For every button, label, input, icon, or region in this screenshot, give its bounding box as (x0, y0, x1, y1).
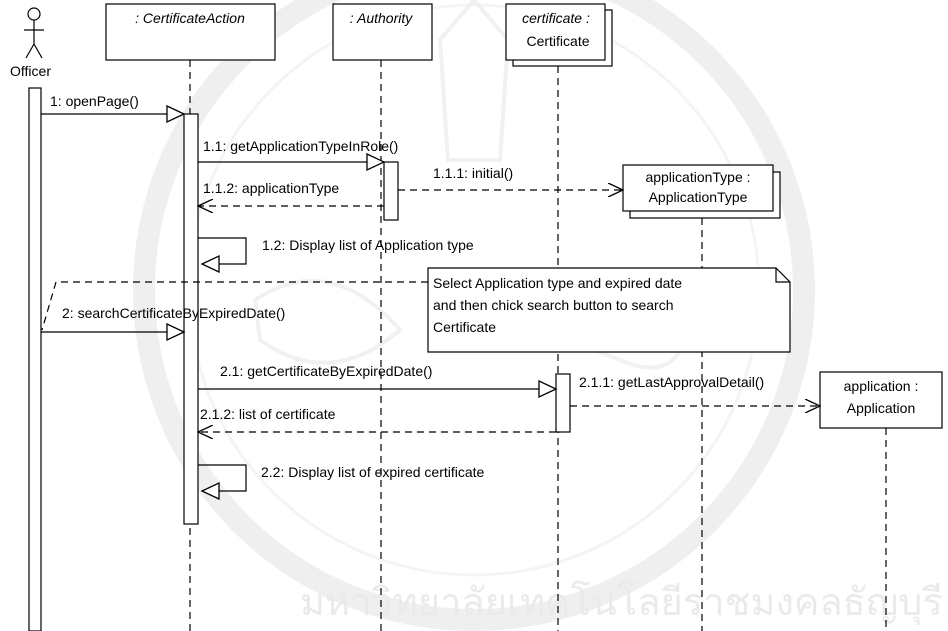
activation-officer (28, 87, 42, 631)
lifeline-application: application : Application (819, 371, 943, 429)
activation-certificate-action (183, 113, 199, 525)
lifeline-application-type-label-1: applicationType : (645, 169, 750, 185)
note-line-1: Select Application type and expired date (433, 275, 682, 291)
note-connector (41, 281, 428, 331)
actor-label: Officer (10, 63, 51, 79)
lifeline-certificate-label-2: Certificate (526, 33, 589, 49)
message-2-1-1: 2.1.1: getLastApprovalDetail() (570, 374, 820, 406)
message-1-1-1: 1.1.1: initial() (398, 165, 623, 190)
lifeline-application-label-1: application : (844, 378, 919, 394)
lifeline-certificate-action-label: : CertificateAction (135, 10, 245, 26)
message-2-1-2: 2.1.2: list of certificate (198, 406, 556, 432)
message-2-1-1-label: 2.1.1: getLastApprovalDetail() (579, 374, 764, 390)
message-1-label: 1: openPage() (50, 93, 139, 109)
message-1: 1: openPage() (41, 93, 184, 114)
lifeline-application-type: applicationType : ApplicationType (622, 164, 781, 219)
note-line-2: and then chick search button to search (433, 297, 673, 313)
message-1-2: 1.2: Display list of Application type (198, 237, 474, 264)
message-1-1-1-label: 1.1.1: initial() (433, 165, 513, 181)
lifeline-certificate-action: : CertificateAction (105, 3, 276, 61)
watermark-text: มหาวิทยาลัยเทคโนโลยีราชมงคลธัญบุรี (300, 580, 943, 625)
note-line-3: Certificate (433, 319, 496, 335)
lifeline-application-type-label-2: ApplicationType (649, 189, 748, 205)
lifeline-authority-label: : Authority (350, 10, 414, 26)
lifeline-authority: : Authority (332, 3, 433, 61)
lifeline-application-label-2: Application (847, 400, 916, 416)
message-2: 2: searchCertificateByExpiredDate() (41, 305, 285, 332)
message-1-2-label: 1.2: Display list of Application type (262, 237, 474, 253)
message-2-2-label: 2.2: Display list of expired certificate (261, 464, 485, 480)
watermark: มหาวิทยาลัยเทคโนโลยีราชมงคลธัญบุรี (133, 0, 943, 631)
message-2-1-2-label: 2.1.2: list of certificate (200, 406, 336, 422)
activation-authority (383, 161, 399, 221)
actor-officer: Officer (10, 7, 51, 79)
message-2-label: 2: searchCertificateByExpiredDate() (62, 305, 285, 321)
activation-certificate (555, 373, 571, 433)
message-2-2: 2.2: Display list of expired certificate (198, 464, 485, 491)
actor-head-icon (27, 7, 41, 21)
lifeline-certificate: certificate : Certificate (505, 3, 613, 67)
message-1-1-2: 1.1.2: applicationType (198, 180, 384, 206)
note-search: Select Application type and expired date… (41, 267, 791, 353)
message-2-1: 2.1: getCertificateByExpiredDate() (198, 363, 556, 389)
message-1-1-2-label: 1.1.2: applicationType (203, 180, 339, 196)
message-2-1-label: 2.1: getCertificateByExpiredDate() (220, 363, 432, 379)
lifeline-certificate-label-1: certificate : (522, 10, 590, 26)
message-1-1-label: 1.1: getApplicationTypeInRole() (203, 138, 398, 154)
message-1-1: 1.1: getApplicationTypeInRole() (198, 138, 398, 162)
